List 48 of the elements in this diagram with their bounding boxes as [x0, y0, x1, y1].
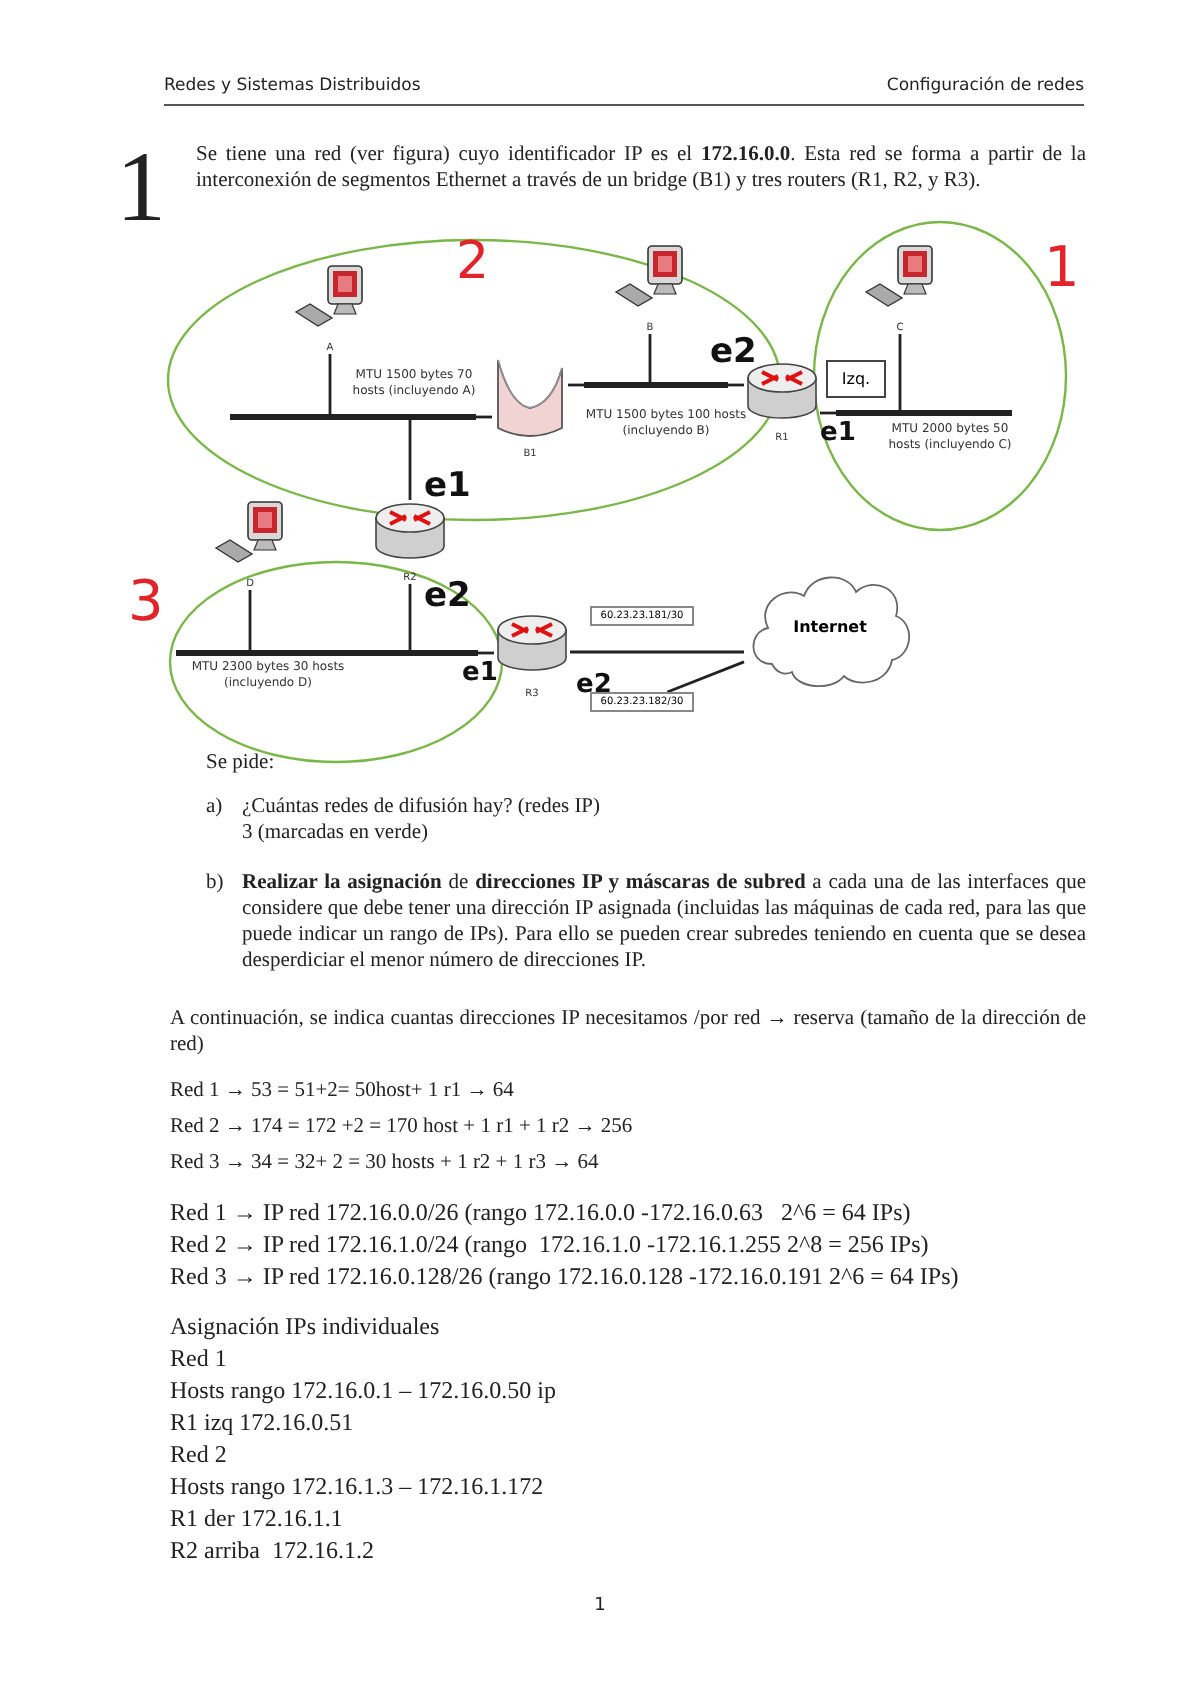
calculation-line: Red 2 → 174 = 172 +2 = 170 host + 1 r1 + 1 r2 → 256 [170, 1114, 635, 1141]
network-number: 1 [1044, 240, 1082, 296]
interface-label: e1 [462, 660, 494, 686]
calculation-line: Red 3 → IP red 172.16.0.128/26 (rango 172.16.0.128 -172.16.0.191 2^6 = 64 IPs) [170, 1262, 961, 1292]
header-text: Configuración de redes [884, 76, 1084, 98]
network-bus [230, 414, 476, 420]
network-cable [898, 334, 902, 410]
network-bus [176, 650, 478, 656]
interface-label: e1 [424, 470, 472, 504]
paragraph: R2 arriba 172.16.1.2 [170, 1536, 376, 1566]
calculation-line: Red 1 → 53 = 51+2= 50host+ 1 r1 → 64 [170, 1078, 516, 1105]
network-cable [328, 354, 332, 414]
header-text: Redes y Sistemas Distribuidos [164, 76, 423, 98]
paragraph: Red 2 [170, 1440, 229, 1470]
answer: 3 (marcadas en verde) [242, 820, 430, 847]
question: ¿Cuántas redes de difusión hay? (redes IP) [242, 794, 603, 821]
paragraph: Se tiene una red (ver figura) cuyo identificador IP es el 172.16.0.0. Esta red se forma a partir de la interconexión de segmentos Ethernet a través de un bridge (B1) y tres routers (R1, R2, y R3). [196, 142, 1086, 195]
network-cable [666, 660, 745, 694]
network-cable [248, 590, 252, 650]
paragraph: Red 1 [170, 1344, 229, 1374]
network-cable [570, 650, 744, 654]
interface-label: e2 [576, 672, 612, 698]
item-letter: b) [206, 870, 226, 897]
item-letter: a) [206, 794, 225, 821]
network-number: 3 [128, 574, 166, 630]
paragraph: R1 izq 172.16.0.51 [170, 1408, 356, 1438]
calculation-line: Red 1 → IP red 172.16.0.0/26 (rango 172.16.0.0 -172.16.0.63 2^6 = 64 IPs) [170, 1198, 913, 1228]
network-number: 2 [456, 236, 492, 288]
paragraph: R1 der 172.16.1.1 [170, 1504, 345, 1534]
calculation-line: Red 3 → 34 = 32+ 2 = 30 hosts + 1 r2 + 1 r3 → 64 [170, 1150, 601, 1177]
network-bus [584, 382, 728, 388]
paragraph: Realizar la asignación de direcciones IP y máscaras de subred a cada una de las interfaces que considere que debe tener una dirección IP asignada (incluidas las máquinas de cada red, para las que puede indicar un rango de IPs). Para ello se pueden crear subredes teniendo en cuenta que se desea desperdiciar el menor número de direcciones IP. [242, 870, 1086, 975]
network-cable [408, 584, 412, 650]
interface-tag: Izq. [826, 360, 886, 398]
calculation-line: Red 2 → IP red 172.16.1.0/24 (rango 172.16.1.0 -172.16.1.255 2^8 = 256 IPs) [170, 1230, 931, 1260]
cloud-label: Internet [791, 618, 869, 636]
network-cable [408, 420, 412, 500]
paragraph: Hosts rango 172.16.0.1 – 172.16.0.50 ip [170, 1376, 558, 1406]
interface-label: e2 [710, 336, 758, 370]
paragraph: Se pide: [206, 750, 277, 777]
network-bus [836, 410, 1012, 416]
paragraph: A continuación, se indica cuantas direcciones IP necesitamos /por red → reserva (tamaño de la dirección de red) [170, 1006, 1086, 1059]
problem-number: 1 [116, 136, 168, 236]
interface-label: e2 [424, 580, 472, 614]
section-heading: Asignación IPs individuales [170, 1312, 442, 1342]
network-cable [648, 334, 652, 382]
paragraph: Hosts rango 172.16.1.3 – 172.16.1.172 [170, 1472, 546, 1502]
page-number: 1 [592, 1596, 608, 1619]
